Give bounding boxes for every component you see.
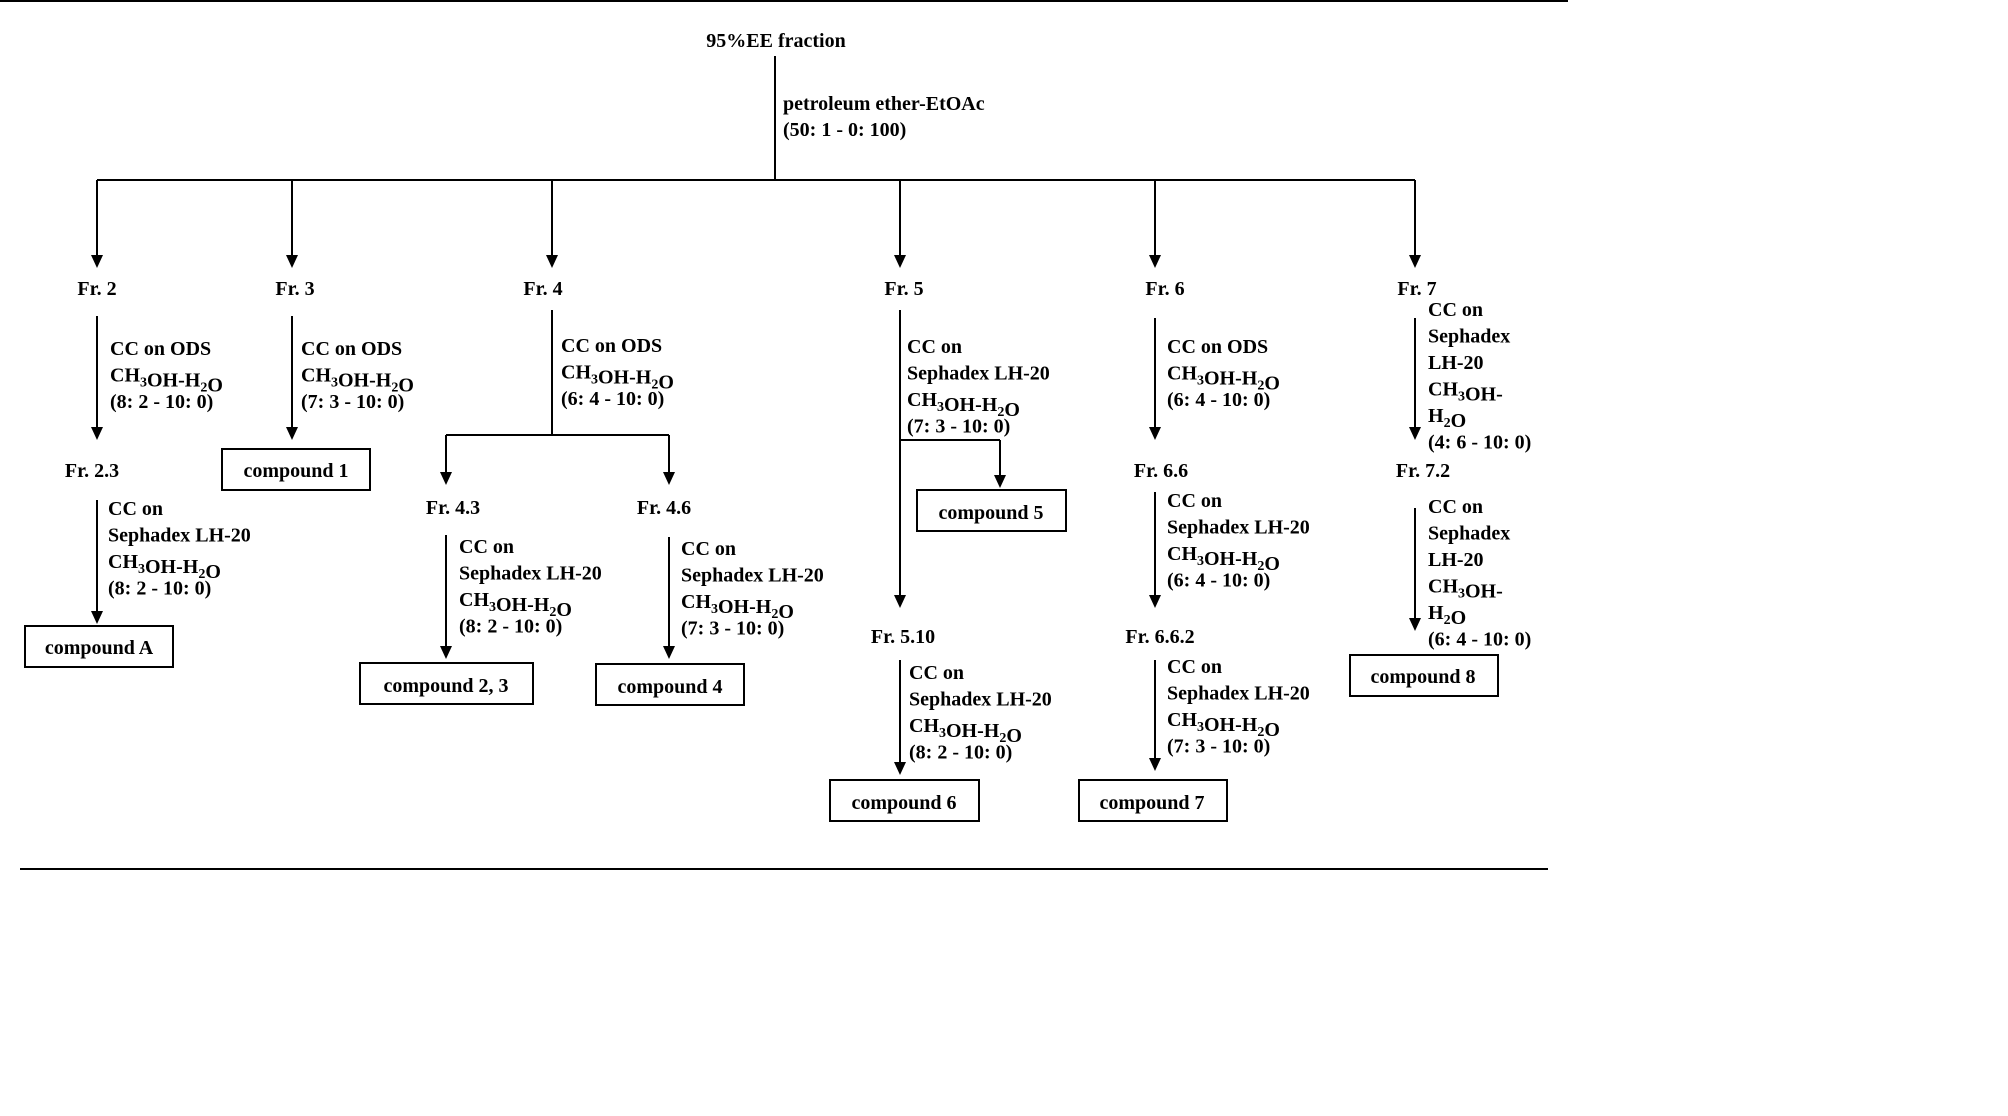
compound-a: compound A (45, 637, 154, 659)
step-line: Sephadex (1428, 326, 1510, 348)
step-line: LH-20 (1428, 352, 1484, 374)
step-line: CH3OH-H2O (907, 389, 1020, 421)
fraction-fr6-6: Fr. 6.6 (1134, 460, 1188, 482)
compound-2-3-box (359, 662, 534, 705)
step-line: H2O (1428, 405, 1466, 432)
step-line: (6: 4 - 10: 0) (561, 388, 664, 410)
step-line: CH3OH-H2O (1167, 363, 1280, 395)
step-line: CC on ODS (110, 338, 211, 360)
isolation-flowchart: 95%EE fraction petroleum ether-EtOAc (50… (0, 0, 1568, 870)
step-line: CC on (459, 536, 514, 558)
step-fr6: CC on ODS CH3OH-H2O(6: 4 - 10: 0) (1167, 336, 1280, 411)
fraction-fr2-3: Fr. 2.3 (65, 460, 119, 482)
step-line: (7: 3 - 10: 0) (1167, 736, 1270, 758)
compound-8: compound 8 (1370, 666, 1475, 688)
step-line: (8: 2 - 10: 0) (110, 391, 213, 413)
fraction-fr5-10: Fr. 5.10 (871, 626, 935, 648)
step-line: CC on ODS (1167, 336, 1268, 358)
step-line: CC on (681, 538, 736, 560)
compound-4: compound 4 (617, 676, 722, 698)
step-line: Sephadex LH-20 (108, 525, 251, 547)
step-line: CH3OH-H2O (108, 551, 221, 583)
step-line: CC on (1428, 299, 1483, 321)
fraction-fr6: Fr. 6 (1145, 278, 1184, 300)
step-line: CH3OH-H2O (301, 365, 414, 397)
step-line: Sephadex LH-20 (681, 565, 824, 587)
step-line: CC on (1167, 656, 1222, 678)
step-fr2: CC on ODS CH3OH-H2O(8: 2 - 10: 0) (110, 338, 223, 413)
step-line: CC on ODS (301, 338, 402, 360)
root-step-line1: petroleum ether-EtOAc (783, 93, 985, 115)
step-line: (7: 3 - 10: 0) (907, 416, 1010, 438)
step-line: (8: 2 - 10: 0) (459, 616, 562, 638)
step-line: H2O (1428, 602, 1466, 629)
step-line: (4: 6 - 10: 0) (1428, 432, 1531, 454)
step-line: CC on (907, 336, 962, 358)
fraction-fr7-2: Fr. 7.2 (1396, 460, 1450, 482)
fraction-fr7: Fr. 7 (1397, 278, 1436, 300)
compound-8-box (1349, 654, 1499, 697)
compound-6: compound 6 (851, 792, 956, 814)
step-line: CH3OH-H2O (681, 591, 794, 623)
step-line: (7: 3 - 10: 0) (301, 391, 404, 413)
compound-5-box (916, 489, 1067, 532)
step-line: (6: 4 - 10: 0) (1167, 570, 1270, 592)
step-fr4: CC on ODS CH3OH-H2O(6: 4 - 10: 0) (561, 335, 674, 410)
step-line: CC on (108, 498, 163, 520)
compound-7: compound 7 (1099, 792, 1204, 814)
fraction-fr6-6-2: Fr. 6.6.2 (1125, 626, 1194, 648)
step-line: CC on ODS (561, 335, 662, 357)
step-line: Sephadex LH-20 (1167, 683, 1310, 705)
step-line: CH3OH-H2O (1167, 709, 1280, 741)
compound-4-box (595, 663, 745, 706)
step-line: LH-20 (1428, 549, 1484, 571)
root-step-line2: (50: 1 - 0: 100) (783, 119, 906, 141)
step-line: CC on (1167, 490, 1222, 512)
fraction-fr2: Fr. 2 (77, 278, 116, 300)
step-line: CH3OH-H2O (110, 365, 223, 397)
step-line: Sephadex LH-20 (1167, 517, 1310, 539)
step-line: (8: 2 - 10: 0) (909, 742, 1012, 764)
step-line: CH3OH-H2O (459, 589, 572, 621)
root-label: 95%EE fraction (706, 30, 845, 52)
step-line: (6: 4 - 10: 0) (1167, 389, 1270, 411)
step-line: (7: 3 - 10: 0) (681, 618, 784, 640)
fraction-fr5: Fr. 5 (884, 278, 923, 300)
compound-1: compound 1 (243, 460, 348, 482)
step-line: CH3OH-H2O (909, 715, 1022, 747)
compound-a-box (24, 625, 174, 668)
step-line: (6: 4 - 10: 0) (1428, 629, 1531, 651)
compound-6-box (829, 779, 980, 822)
compound-1-box (221, 448, 371, 491)
step-line: CC on (909, 662, 964, 684)
step-line: Sephadex (1428, 523, 1510, 545)
fraction-fr4: Fr. 4 (523, 278, 562, 300)
step-line: CH3OH-H2O (1167, 543, 1280, 575)
step-line: Sephadex LH-20 (459, 563, 602, 585)
step-line: (8: 2 - 10: 0) (108, 578, 211, 600)
step-line: Sephadex LH-20 (907, 363, 1050, 385)
step-fr3: CC on ODS CH3OH-H2O(7: 3 - 10: 0) (301, 338, 414, 413)
fraction-fr4-3: Fr. 4.3 (426, 497, 480, 519)
fraction-fr3: Fr. 3 (275, 278, 314, 300)
fraction-arrows (91, 180, 1421, 268)
fraction-fr4-6: Fr. 4.6 (637, 497, 691, 519)
compound-5: compound 5 (938, 502, 1043, 524)
compound-7-box (1078, 779, 1228, 822)
step-line: CH3OH- (1428, 379, 1503, 406)
step-line: Sephadex LH-20 (909, 689, 1052, 711)
step-line: CH3OH-H2O (561, 362, 674, 394)
step-line: CC on (1428, 496, 1483, 518)
step-line: CH3OH- (1428, 576, 1503, 603)
compound-2-3: compound 2, 3 (383, 675, 508, 697)
